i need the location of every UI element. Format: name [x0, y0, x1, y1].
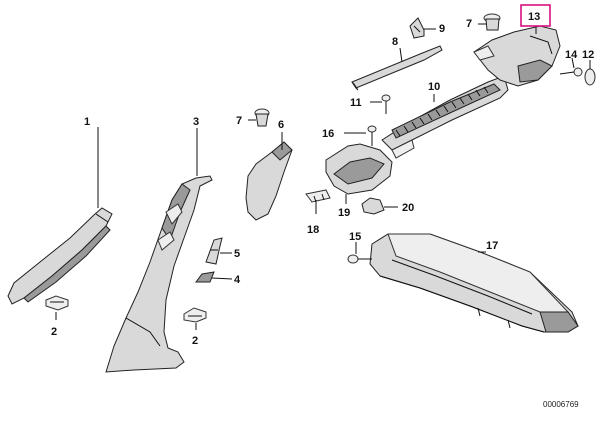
part-1-a-pillar-trim[interactable]	[7, 207, 113, 305]
callout-13[interactable]: 13	[528, 11, 540, 23]
part-20-clip[interactable]	[361, 197, 385, 215]
callout-15[interactable]: 15	[349, 231, 361, 243]
part-7-clip-center[interactable]	[254, 108, 270, 127]
part-2-clip-left[interactable]	[45, 295, 69, 311]
callout-10[interactable]: 10	[428, 81, 440, 93]
part-4-pad[interactable]	[195, 271, 215, 283]
callout-16[interactable]: 16	[322, 128, 334, 140]
callout-1[interactable]: 1	[84, 116, 90, 128]
part-13-end-cap[interactable]	[473, 25, 561, 87]
part-10-sill-panel[interactable]	[381, 75, 509, 159]
part-16-screw[interactable]	[367, 125, 377, 146]
leader-4	[211, 277, 233, 280]
callout-7a[interactable]: 7	[236, 115, 242, 127]
part-14-screw[interactable]	[559, 67, 583, 77]
part-2-clip-center[interactable]	[183, 307, 207, 323]
callout-9[interactable]: 9	[439, 23, 445, 35]
part-9-bracket[interactable]	[409, 17, 425, 39]
part-8-sill-strip[interactable]	[351, 45, 443, 91]
part-5-bracket[interactable]	[205, 237, 223, 265]
part-11-screw[interactable]	[381, 94, 391, 114]
callout-17[interactable]: 17	[486, 240, 498, 252]
part-7-clip-right[interactable]	[483, 13, 501, 31]
part-6-pillar-cover[interactable]	[245, 141, 293, 221]
part-3-b-pillar-trim[interactable]	[105, 175, 213, 373]
leader-14	[571, 57, 575, 69]
callout-19[interactable]: 19	[338, 207, 350, 219]
diagram-reference-number: 00006769	[543, 400, 579, 409]
part-15-clip[interactable]	[347, 254, 372, 264]
part-12-cap[interactable]	[584, 68, 596, 86]
callout-14[interactable]: 14	[565, 49, 578, 61]
callout-8[interactable]: 8	[392, 36, 398, 48]
callout-2a[interactable]: 2	[51, 326, 57, 338]
callout-3[interactable]: 3	[193, 116, 199, 128]
part-17-rear-sill-trim[interactable]	[369, 233, 579, 333]
callout-2b[interactable]: 2	[192, 335, 198, 347]
part-19-trim-bracket[interactable]	[305, 143, 393, 203]
callout-13-highlight-box	[520, 4, 551, 27]
callout-12[interactable]: 12	[582, 49, 594, 61]
callout-20[interactable]: 20	[402, 202, 414, 214]
callout-5[interactable]: 5	[234, 248, 240, 260]
callout-6[interactable]: 6	[278, 119, 284, 131]
callout-11[interactable]: 11	[350, 97, 362, 109]
callout-18[interactable]: 18	[307, 224, 319, 236]
leader-8	[399, 47, 403, 63]
callout-4[interactable]: 4	[234, 274, 241, 286]
callout-7b[interactable]: 7	[466, 18, 472, 30]
